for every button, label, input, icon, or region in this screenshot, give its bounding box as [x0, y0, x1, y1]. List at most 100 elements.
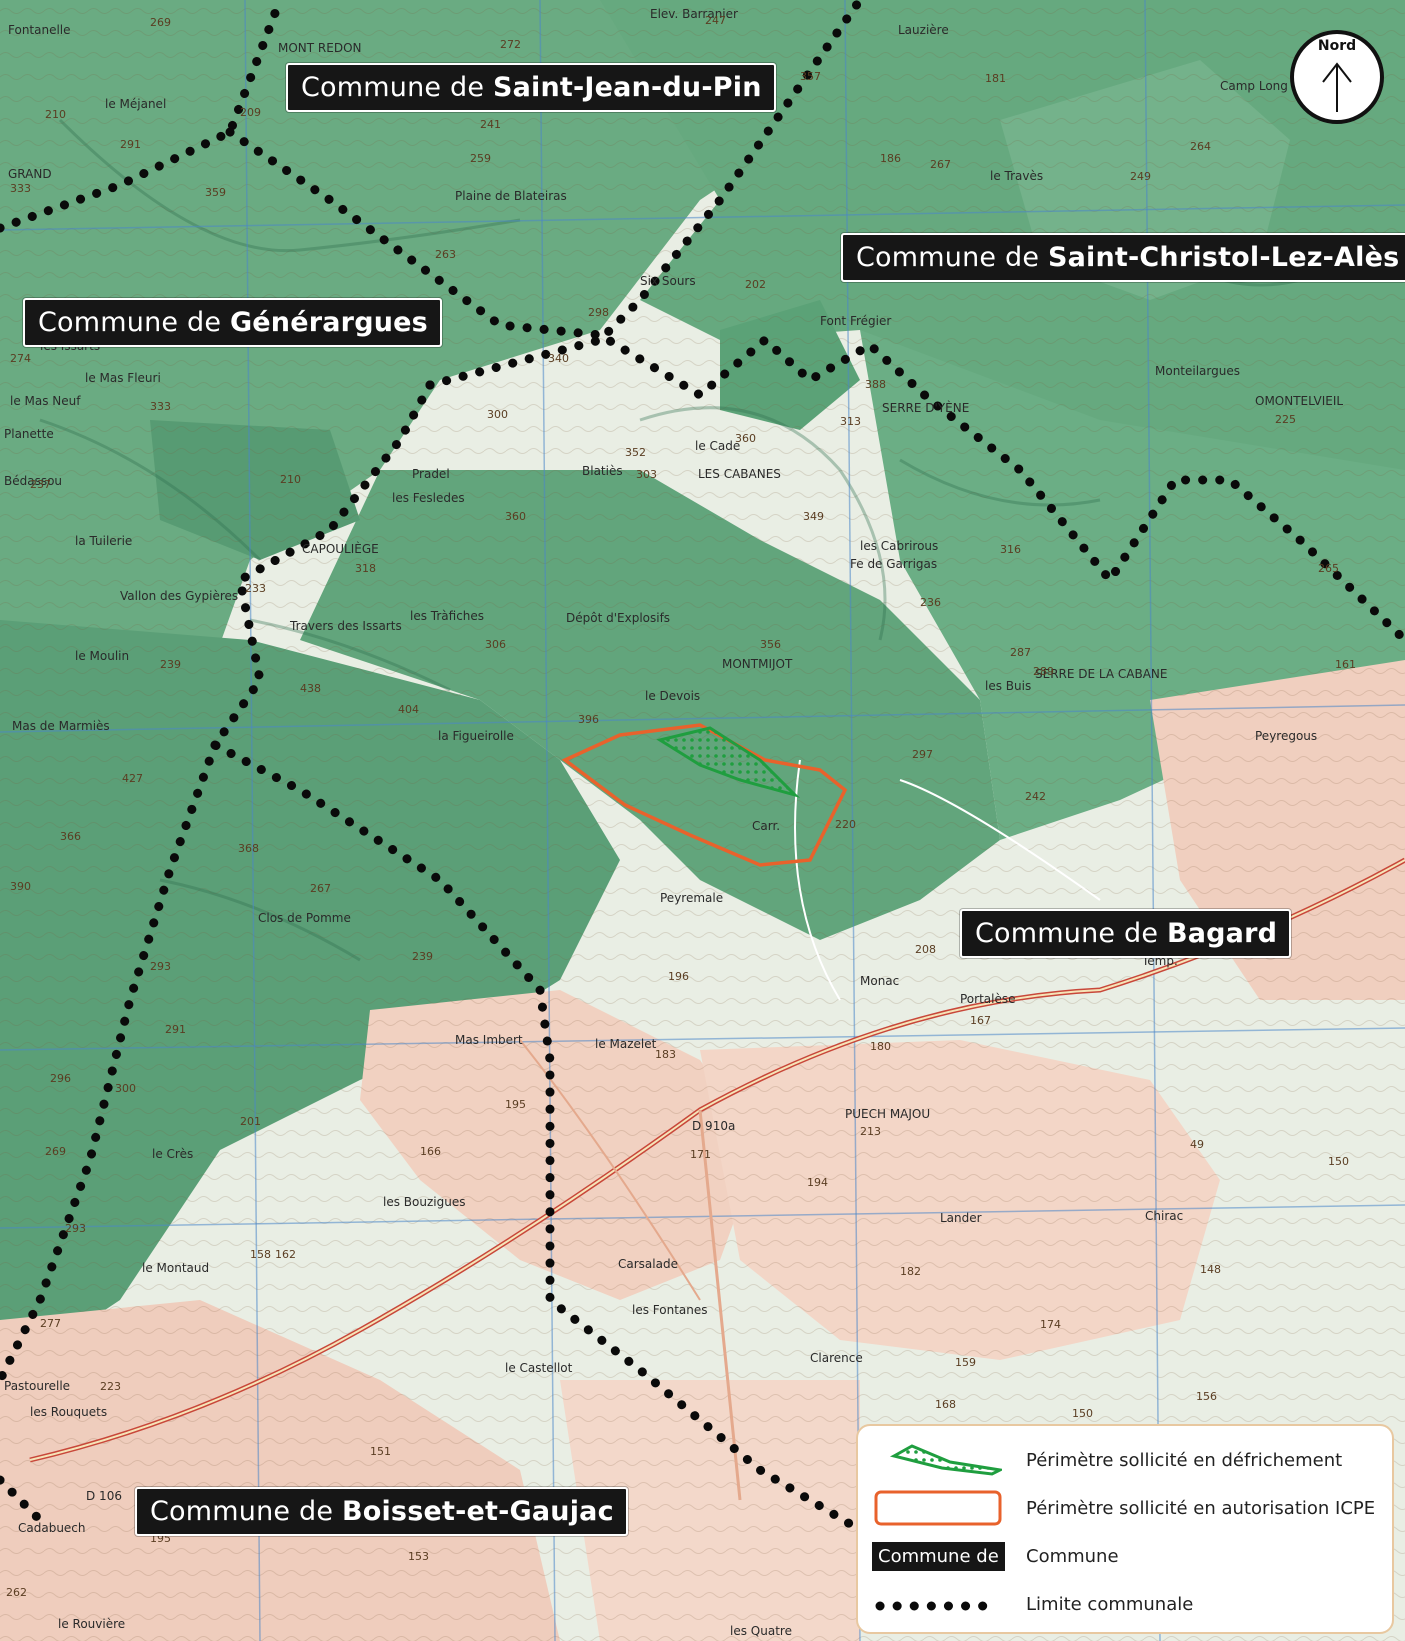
- spot-height-label: 159: [955, 1356, 976, 1369]
- place-label: le Cade: [695, 439, 740, 453]
- spot-height-label: 293: [65, 1222, 86, 1235]
- place-label: les Rouquets: [30, 1405, 107, 1419]
- place-label: le Travès: [990, 169, 1043, 183]
- spot-height-label: 366: [60, 830, 81, 843]
- spot-height-label: 264: [1190, 140, 1211, 153]
- place-label: D 106: [86, 1489, 122, 1503]
- spot-height-label: 349: [803, 510, 824, 523]
- spot-height-label: 180: [870, 1040, 891, 1053]
- place-label: le Rouvière: [58, 1617, 125, 1631]
- commune-name: Bagard: [1166, 918, 1278, 949]
- place-label: les Quatre: [730, 1624, 792, 1638]
- spot-height-label: 360: [505, 510, 526, 523]
- spot-height-label: 263: [435, 248, 456, 261]
- spot-height-label: 289: [1033, 665, 1054, 678]
- spot-height-label: 181: [985, 72, 1006, 85]
- defrichement-symbol-icon: [889, 1444, 1002, 1476]
- commune-name: Boisset-et-Gaujac: [341, 1496, 614, 1527]
- spot-height-label: 368: [238, 842, 259, 855]
- place-label: Peyremale: [660, 891, 723, 905]
- spot-height-label: 277: [40, 1317, 61, 1330]
- place-label: les Cabrirous: [860, 539, 938, 553]
- spot-height-label: 259: [470, 152, 491, 165]
- commune-label-bagard: Commune de Bagard: [960, 909, 1292, 958]
- spot-height-label: 340: [548, 352, 569, 365]
- spot-height-label: 213: [860, 1125, 881, 1138]
- spot-height-label: 316: [1000, 543, 1021, 556]
- spot-height-label: 208: [915, 943, 936, 956]
- spot-height-label: 396: [578, 713, 599, 726]
- defrichement-perimeter: [656, 726, 801, 798]
- place-label: Mas Imbert: [455, 1033, 523, 1047]
- spot-height-label: 171: [690, 1148, 711, 1161]
- place-label: LES CABANES: [698, 467, 781, 481]
- place-label: PUECH MAJOU: [845, 1107, 930, 1121]
- spot-height-label: 360: [735, 432, 756, 445]
- commune-prefix: Commune de: [856, 242, 1048, 273]
- place-label: Mas de Marmiès: [12, 719, 110, 733]
- spot-height-label: 388: [865, 378, 886, 391]
- spot-height-label: 298: [588, 306, 609, 319]
- place-label: le Montaud: [142, 1261, 209, 1275]
- place-label: Clos de Pomme: [258, 911, 351, 925]
- spot-height-label: 150: [1072, 1407, 1093, 1420]
- spot-height-label: 239: [160, 658, 181, 671]
- spot-height-label: 357: [800, 70, 821, 83]
- place-label: le Mas Neuf: [10, 394, 81, 408]
- spot-height-label: 306: [485, 638, 506, 651]
- spot-height-label: 167: [970, 1014, 991, 1027]
- north-arrow: Nord: [1290, 30, 1384, 124]
- spot-height-label: 404: [398, 703, 419, 716]
- hill-shading: [39, 118, 1301, 962]
- commune-name: Générargues: [229, 307, 428, 338]
- place-label: Pradel: [412, 467, 450, 481]
- place-label: la Figueirolle: [438, 729, 514, 743]
- place-label: Fontanelle: [8, 23, 71, 37]
- commune-prefix: Commune de: [301, 72, 493, 103]
- spot-height-label: 174: [1040, 1318, 1061, 1331]
- place-label: le Devois: [645, 689, 700, 703]
- place-label: GRAND: [8, 167, 52, 181]
- spot-height-label: 249: [1130, 170, 1151, 183]
- place-labels: Fontanelle MONT REDON le Méjanel Elev. B…: [4, 7, 1343, 1638]
- spot-height-label: 262: [6, 1586, 27, 1599]
- legend-label: Commune: [1026, 1546, 1119, 1567]
- spot-height-label: 313: [840, 415, 861, 428]
- place-label: CAPOULIÈGE: [302, 541, 379, 556]
- spot-height-label: 242: [1025, 790, 1046, 803]
- spot-height-label: 274: [10, 352, 31, 365]
- spot-height-label: 296: [50, 1072, 71, 1085]
- spot-height-label: 267: [930, 158, 951, 171]
- commune-prefix: Commune de: [975, 918, 1167, 949]
- spot-height-label: 287: [1010, 646, 1031, 659]
- spot-height-label: 220: [835, 818, 856, 831]
- place-label: Vallon des Gypières: [120, 589, 238, 603]
- place-label: les Bouzigues: [383, 1195, 465, 1209]
- place-label: Lauzière: [898, 23, 949, 37]
- commune-prefix: Commune de: [150, 1496, 342, 1527]
- spot-height-label: 156: [1196, 1390, 1217, 1403]
- legend-item-commune: Commune de Commune: [872, 1536, 1384, 1576]
- spot-height-label: 236: [920, 596, 941, 609]
- spot-height-label: 151: [370, 1445, 391, 1458]
- spot-height-label: 168: [935, 1398, 956, 1411]
- place-label: Carr.: [752, 819, 780, 833]
- commune-label-generargues: Commune de Générargues: [23, 298, 442, 347]
- place-label: Carsalade: [618, 1257, 678, 1271]
- place-label: les Fontanes: [632, 1303, 708, 1317]
- spot-height-label: 352: [625, 446, 646, 459]
- spot-height-label: 162: [275, 1248, 296, 1261]
- spot-height-label: 49: [1190, 1138, 1204, 1151]
- place-label: le Moulin: [75, 649, 129, 663]
- place-label: SERRE DE LA CABANE: [1035, 667, 1167, 681]
- spot-height-label: 196: [668, 970, 689, 983]
- place-label: Dépôt d'Explosifs: [566, 611, 670, 625]
- spot-height-label: 210: [45, 108, 66, 121]
- spot-height-label: 223: [100, 1380, 121, 1393]
- place-label: MONTMIJOT: [722, 657, 793, 671]
- spot-height-label: 194: [807, 1176, 828, 1189]
- place-label: MONT REDON: [278, 41, 362, 55]
- spot-height-label: 356: [760, 638, 781, 651]
